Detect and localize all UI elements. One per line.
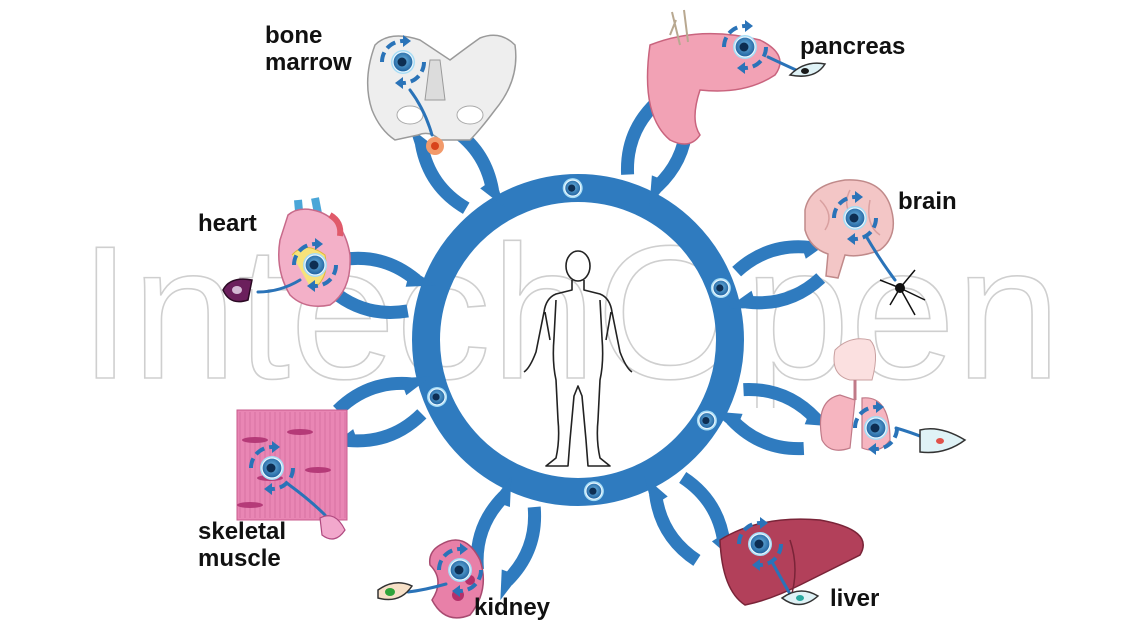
label-brain: brain [898, 188, 957, 215]
human-body-icon [524, 251, 632, 466]
label-bone-marrow-line2: marrow [265, 49, 352, 76]
ring-stem-cell-4 [584, 481, 604, 501]
pancreas-icon [648, 10, 826, 144]
ring-stem-cell-2 [711, 278, 731, 298]
organ-illustrations [223, 10, 965, 618]
label-liver: liver [830, 585, 879, 612]
ring-stem-cell-5 [427, 387, 447, 407]
label-heart: heart [198, 210, 257, 237]
circulation-ring [426, 188, 730, 492]
label-pancreas: pancreas [800, 33, 905, 60]
pelvis-icon [368, 35, 516, 155]
label-skeletal-muscle: skeletal muscle [198, 518, 286, 572]
ring-stem-cell-3 [697, 411, 717, 431]
label-bone-marrow-line1: bone [265, 22, 352, 49]
stem-cell-lung [855, 401, 897, 455]
lungs-icon [820, 339, 965, 455]
ring-stem-cell-1 [563, 178, 583, 198]
label-skeletal-muscle-line2: muscle [198, 545, 286, 572]
arrow-group [312, 83, 835, 600]
label-kidney: kidney [474, 594, 550, 621]
kidney-icon [378, 540, 483, 618]
neuron-icon [880, 270, 925, 315]
label-skeletal-muscle-line1: skeletal [198, 518, 286, 545]
arrow-brain [727, 241, 831, 309]
label-bone-marrow: bone marrow [265, 22, 352, 76]
